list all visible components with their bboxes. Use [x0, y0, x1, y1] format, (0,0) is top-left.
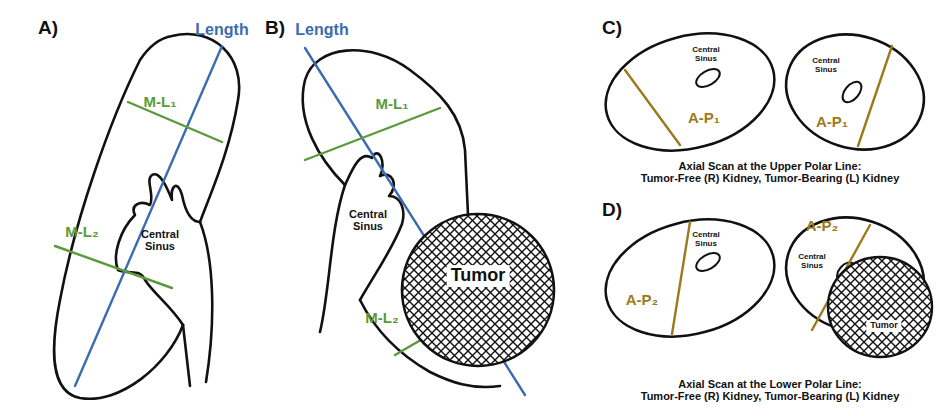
sinus-label: Central Sinus	[692, 231, 720, 249]
panel-letter: D)	[602, 200, 622, 221]
panel-letter: A)	[38, 18, 58, 39]
panel-caption: Axial Scan at the Lower Polar Line: Tumo…	[641, 378, 900, 402]
measure-label: A-P₁	[688, 110, 720, 127]
sinus-label: Central Sinus	[349, 208, 387, 232]
measure-label: M-L₁	[376, 96, 409, 113]
sinus-label: Central Sinus	[141, 228, 179, 252]
length-label: Length	[195, 21, 248, 39]
panel-caption: Axial Scan at the Upper Polar Line: Tumo…	[641, 160, 900, 184]
tumor-label: Tumor	[866, 320, 901, 332]
measure-label: A-P₂	[806, 218, 839, 235]
measure-label: M-L₂	[365, 310, 398, 327]
sinus-label: Central Sinus	[812, 57, 840, 75]
panel-letter: B)	[265, 18, 285, 39]
panel-letter: C)	[602, 18, 622, 39]
tumor-label: Tumor	[447, 265, 510, 287]
measure-label: M-L₂	[65, 224, 98, 241]
sinus-label: Central Sinus	[692, 46, 720, 64]
length-label: Length	[295, 21, 348, 39]
measure-label: M-L₁	[144, 94, 177, 111]
measure-label: A-P₂	[626, 292, 659, 309]
sinus-label: Central Sinus	[798, 253, 826, 271]
measure-label: A-P₁	[816, 114, 848, 131]
